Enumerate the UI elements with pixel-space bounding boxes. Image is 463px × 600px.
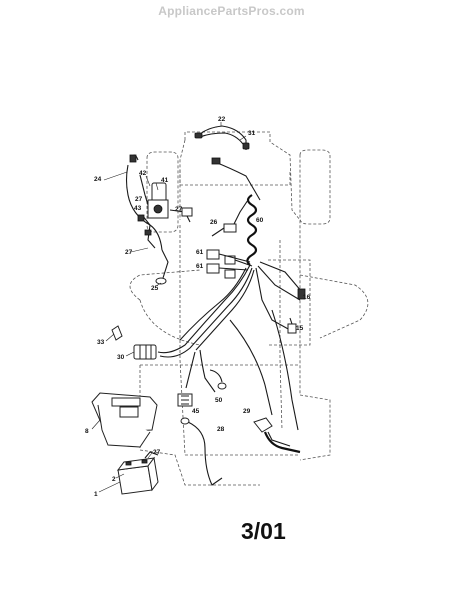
callout-16: 16 [303, 294, 311, 301]
tractor-frame-outline [129, 131, 369, 486]
switch-assembly [137, 174, 193, 249]
callout-61a: 61 [196, 249, 204, 256]
callout-27d: 27 [153, 449, 161, 456]
callout-42: 42 [139, 170, 147, 177]
watermark: AppliancePartsPros.com [158, 4, 305, 18]
callout-30: 30 [117, 354, 125, 361]
callout-24: 24 [94, 176, 102, 183]
battery-box-8 [91, 392, 158, 448]
callout-2: 2 [112, 476, 116, 483]
callout-15: 15 [296, 325, 304, 332]
main-harness-bundle [157, 261, 303, 431]
cable-28 [180, 417, 223, 486]
connector-25 [155, 249, 169, 285]
sensor-16 [297, 288, 306, 300]
callout-22: 22 [218, 116, 226, 123]
callout-labels: 22 31 24 42 41 27 43 27 26 60 27 61 61 2… [85, 116, 311, 498]
clip-33 [111, 325, 123, 341]
coil-harness-60 [231, 194, 258, 266]
callout-27c: 27 [125, 249, 133, 256]
callout-28: 28 [217, 426, 225, 433]
callout-26: 26 [210, 219, 218, 226]
revision-date: 3/01 [241, 518, 286, 544]
callout-25: 25 [151, 285, 159, 292]
relay-cluster-61 [206, 249, 253, 279]
connector-block-30 [133, 344, 157, 360]
battery [116, 451, 159, 495]
callout-33: 33 [97, 339, 105, 346]
callout-27b: 27 [175, 206, 183, 213]
callout-29: 29 [243, 408, 251, 415]
leader-lines [91, 122, 247, 493]
top-harness-22 [194, 125, 261, 201]
callout-45: 45 [192, 408, 200, 415]
callout-8: 8 [85, 428, 89, 435]
callout-60: 60 [256, 217, 264, 224]
ignition-switch-50 [209, 369, 227, 390]
callout-1: 1 [94, 491, 98, 498]
connector-26 [211, 223, 237, 237]
left-harness-24 [125, 154, 163, 251]
callout-61b: 61 [196, 263, 204, 270]
switch-29 [253, 417, 301, 454]
callout-27a: 27 [135, 196, 143, 203]
sensor-15 [287, 317, 297, 334]
module-45 [177, 393, 193, 407]
callout-43: 43 [134, 205, 142, 212]
callout-31: 31 [248, 130, 256, 137]
callout-50: 50 [215, 397, 223, 404]
callout-41: 41 [161, 177, 169, 184]
